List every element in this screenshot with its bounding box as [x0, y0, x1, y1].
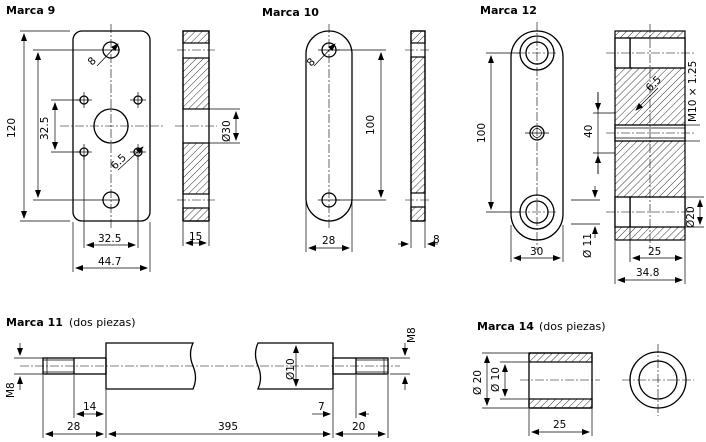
marca-11-bar-right — [254, 342, 334, 390]
marca-14-dim-diam-10: Ø 10 — [490, 367, 502, 392]
marca-9-dim-6-5: 6.5 — [109, 152, 129, 172]
marca-11-dim-m8-right: M8 — [406, 327, 418, 343]
part-marca-14: Marca 14 (dos piezas) Ø 20 Ø 10 25 — [472, 320, 694, 436]
marca-14-title: Marca 14 — [477, 320, 534, 333]
marca-11-dim-m8-left: M8 — [5, 382, 17, 398]
marca-11-bar-left — [105, 342, 197, 390]
marca-10-dim-8b: 8 — [433, 234, 440, 246]
marca-9-dim-32-5-h: 32.5 — [98, 233, 121, 245]
marca-12-dim-25: 25 — [648, 246, 661, 258]
marca-9-title: Marca 9 — [6, 4, 55, 17]
marca-10-dim-100: 100 — [365, 115, 377, 135]
part-marca-10: Marca 10 8 100 28 8 — [262, 6, 440, 252]
marca-14-dim-25: 25 — [553, 419, 566, 431]
marca-14-subtitle: (dos piezas) — [539, 320, 606, 333]
marca-14-dim-diam-20: Ø 20 — [472, 370, 484, 395]
marca-9-hole-center — [93, 108, 129, 144]
marca-11-dim-diam-10: Ø10 — [285, 358, 297, 380]
marca-11-title: Marca 11 — [6, 316, 63, 329]
marca-12-dim-diam-20: Ø20 — [685, 206, 697, 228]
marca-12-dim-34-8: 34.8 — [636, 267, 659, 279]
marca-9-dim-44-7: 44.7 — [98, 256, 121, 268]
marca-11-dim-395: 395 — [218, 421, 238, 433]
marca-12-dim-40: 40 — [583, 125, 595, 138]
marca-9-dim-8: 8 — [86, 55, 99, 68]
marca-11-thread-right — [332, 357, 389, 375]
marca-12-dim-diam-11: Ø 11 — [582, 233, 594, 258]
marca-12-dim-30: 30 — [530, 246, 543, 258]
marca-9-dim-diam-30: Ø30 — [221, 120, 233, 142]
marca-11-subtitle: (dos piezas) — [69, 316, 136, 329]
marca-12-dim-100: 100 — [476, 123, 488, 143]
marca-11-dim-20: 20 — [352, 421, 365, 433]
marca-10-title: Marca 10 — [262, 6, 319, 19]
marca-11-dim-7: 7 — [318, 401, 325, 413]
marca-9-dim-15: 15 — [189, 231, 202, 243]
marca-9-dim-120: 120 — [6, 118, 18, 138]
marca-12-title: Marca 12 — [480, 4, 537, 17]
marca-11-dim-14: 14 — [83, 401, 97, 413]
marca-10-dim-28: 28 — [322, 235, 335, 247]
part-marca-12: Marca 12 100 30 Ø 11 — [476, 4, 704, 284]
part-marca-9: Marca 9 8 6.5 120 32.5 — [6, 4, 240, 272]
part-marca-11: Marca 11 (dos piezas) M8 M8 Ø10 — [5, 316, 418, 438]
marca-9-dim-32-5-v: 32.5 — [39, 117, 51, 140]
marca-12-dim-m10: M10 × 1.25 — [687, 61, 699, 122]
marca-11-dim-28: 28 — [67, 421, 80, 433]
